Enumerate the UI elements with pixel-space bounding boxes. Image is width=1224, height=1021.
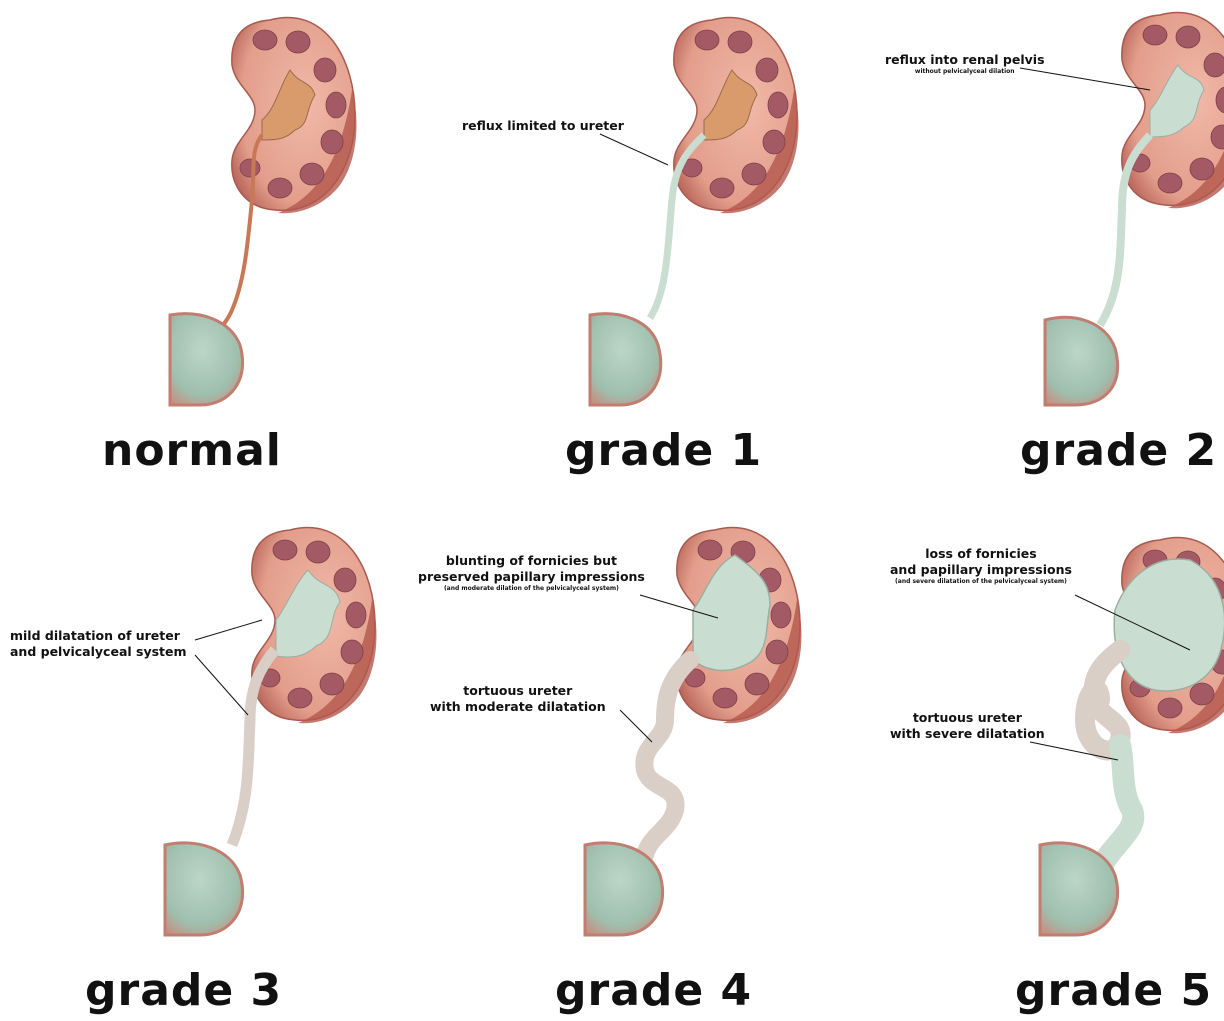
grade-2-note: reflux into renal pelvis without pelvica… bbox=[885, 52, 1045, 75]
title-grade-3: grade 3 bbox=[85, 965, 282, 1016]
grade-5-note: loss of fornicies and papillary impressi… bbox=[890, 546, 1072, 585]
panel-grade-3 bbox=[165, 527, 376, 935]
panel-grade-2 bbox=[1045, 12, 1224, 405]
grade-4-note2-line1: tortuous ureter bbox=[430, 683, 606, 699]
panel-normal bbox=[170, 17, 356, 405]
grade-4-note2-line2: with moderate dilatation bbox=[430, 699, 606, 715]
grade-2-note-main: reflux into renal pelvis bbox=[885, 52, 1045, 67]
grade-2-subnote: without pelvicalyceal dilation bbox=[885, 68, 1045, 75]
grade-5-note-2: tortuous ureter with severe dilatation bbox=[890, 710, 1045, 742]
panel-grade-5 bbox=[1040, 537, 1224, 935]
grade-5-note2-line2: with severe dilatation bbox=[890, 726, 1045, 742]
grade-5-note-line1: loss of fornicies bbox=[890, 546, 1072, 562]
grade-3-note: mild dilatation of ureter and pelvicalyc… bbox=[10, 628, 187, 660]
grade-5-note2-line1: tortuous ureter bbox=[890, 710, 1045, 726]
grade-4-note-line2: preserved papillary impressions bbox=[418, 569, 645, 585]
grade-5-note-line2: and papillary impressions bbox=[890, 562, 1072, 578]
grade-4-note: blunting of fornicies but preserved papi… bbox=[418, 553, 645, 592]
title-normal: normal bbox=[102, 425, 282, 476]
grade-1-note: reflux limited to ureter bbox=[462, 118, 624, 134]
grade-4-subnote: (and moderate dilation of the pelvicalyc… bbox=[418, 585, 645, 592]
grade-3-note-line1: mild dilatation of ureter bbox=[10, 628, 187, 644]
title-grade-1: grade 1 bbox=[565, 425, 762, 476]
title-grade-4: grade 4 bbox=[555, 965, 752, 1016]
grade-5-subnote: (and severe dilatation of the pelvicalyc… bbox=[890, 578, 1072, 585]
panel-grade-1 bbox=[590, 17, 798, 405]
grade-4-note-line1: blunting of fornicies but bbox=[418, 553, 645, 569]
title-grade-5: grade 5 bbox=[1015, 965, 1212, 1016]
title-grade-2: grade 2 bbox=[1020, 425, 1217, 476]
grade-4-note-2: tortuous ureter with moderate dilatation bbox=[430, 683, 606, 715]
grade-3-note-line2: and pelvicalyceal system bbox=[10, 644, 187, 660]
